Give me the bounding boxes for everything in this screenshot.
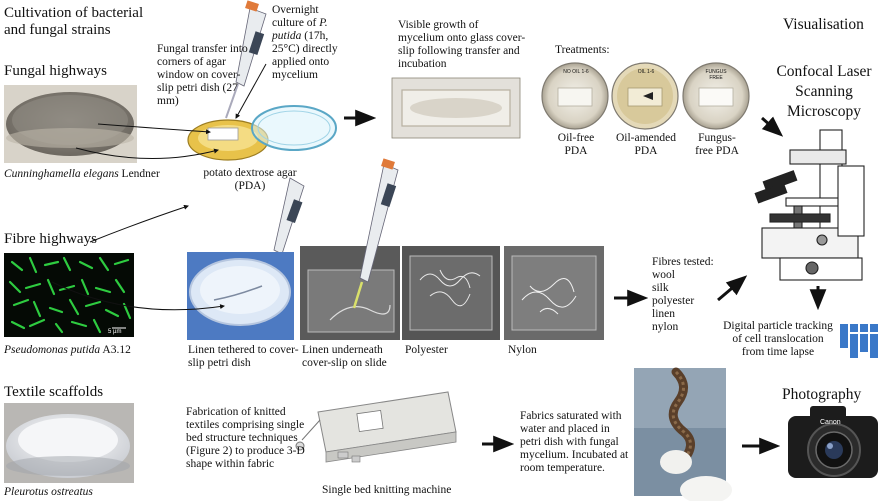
caption-cunninghamella: Cunninghamella elegans Lendner (4, 168, 160, 180)
treatment-dish-fungus-free (682, 62, 750, 130)
fibre-item: nylon (652, 321, 679, 333)
caption-oil-amended: Oil-amended PDA (615, 132, 677, 157)
linen-tethered-dish (187, 252, 294, 340)
caption-oil-free: Oil-free PDA (557, 132, 595, 157)
caption-linen-underneath: Linen underneath cover-slip on slide (302, 344, 387, 369)
dish-label-oil-amended: OIL 1-6 (637, 69, 655, 75)
heading-fungal-highways: Fungal highways (4, 63, 107, 79)
caption-treatments: Treatments: (555, 44, 610, 56)
caption-fabrics-saturated: Fabrics saturated with water and placed … (520, 410, 629, 474)
caption-pda: potato dextrose agar (PDA) (203, 167, 297, 192)
heading-cultivation: Cultivation of bacterial and fungal stra… (4, 5, 144, 38)
treatment-dish-oil-amended (611, 62, 679, 130)
camera-brand-label: Canon (820, 419, 841, 426)
caption-pleurotus: Pleurotus ostreatus (4, 486, 93, 498)
visible-growth-slide (391, 77, 521, 139)
caption-knitting-machine: Single bed knitting machine (322, 484, 452, 496)
heading-photography: Photography (782, 386, 862, 403)
dish-label-oil-free: NO OIL 1-6 (563, 69, 589, 75)
caption-linen-tethered: Linen tethered to cover-slip petri dish (188, 344, 299, 369)
heading-textile-scaffolds: Textile scaffolds (4, 384, 104, 400)
fibre-item: linen (652, 308, 675, 320)
caption-digital-tracking: Digital particle tracking of cell transl… (723, 320, 833, 358)
caption-polyester: Polyester (405, 344, 448, 356)
nylon-slide (504, 246, 604, 340)
connector-arrows-thin (51, 63, 267, 311)
heading-visualisation: Visualisation (783, 16, 864, 33)
heading-fibre-highways: Fibre highways (4, 231, 97, 247)
caption-overnight-culture: Overnight culture of P. putida (17h, 25°… (272, 4, 338, 81)
fibre-item: polyester (652, 295, 695, 307)
fibre-item: wool (652, 269, 675, 281)
fibres-tested-title: Fibres tested: (652, 256, 714, 268)
treatment-dish-oil-free (541, 62, 609, 130)
linen-underneath-slide (300, 158, 400, 340)
cunninghamella-photo (4, 85, 137, 163)
caption-fungus-free: Fungus-free PDA (695, 132, 739, 157)
camera (788, 406, 878, 478)
fiji-logo (836, 320, 884, 360)
fibre-item: silk (652, 282, 669, 294)
caption-visible-growth: Visible growth of mycelium onto glass co… (398, 19, 526, 70)
caption-nylon: Nylon (508, 344, 537, 356)
confocal-microscope (754, 129, 865, 281)
heading-confocal: Confocal Laser Scanning Microscopy (776, 63, 872, 120)
pseudomonas-fluorescence-image (4, 253, 134, 337)
caption-pseudomonas: Pseudomonas putida A3.12 (4, 344, 131, 356)
pipette-top (225, 0, 267, 119)
caption-fabrication: Fabrication of knitted textiles comprisi… (186, 406, 305, 470)
pleurotus-photo (4, 403, 134, 483)
step-arrows (344, 109, 827, 455)
polyester-slide (402, 246, 500, 340)
caption-fungal-transfer: Fungal transfer into corners of agar win… (157, 43, 248, 107)
fibres-tested-list: Fibres tested: wool silk polyester linen… (652, 256, 742, 334)
knitting-machine (295, 391, 457, 463)
scale-bar-label: 5 µm (108, 329, 122, 335)
dish-label-fungus-free: FUNGUS FREE (705, 69, 727, 81)
fungal-textile-photo (634, 367, 732, 501)
